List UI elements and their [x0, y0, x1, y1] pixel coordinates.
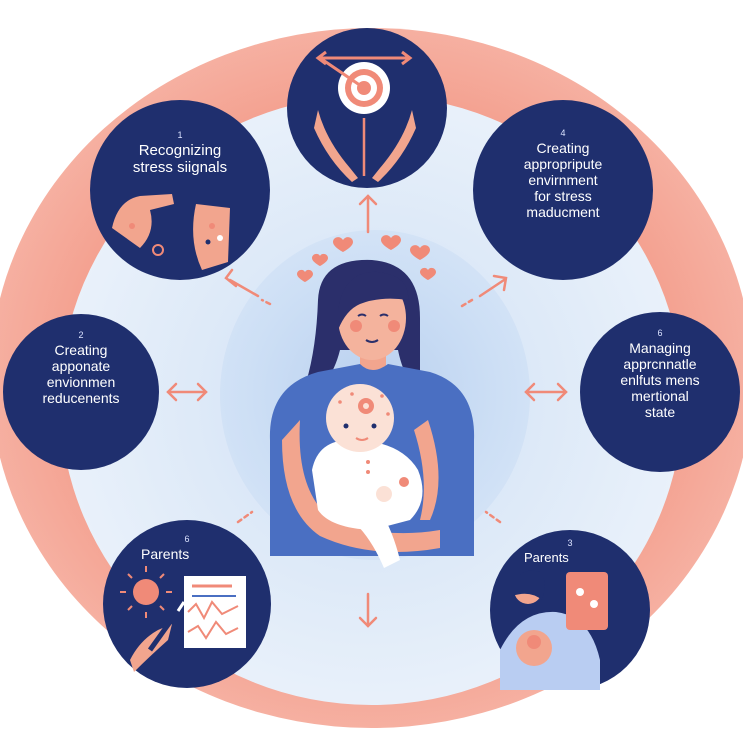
mother-baby-icon [500, 571, 608, 690]
chart-paper-icon [184, 576, 246, 648]
sun-rash-icon [120, 566, 172, 618]
hands-icon [314, 110, 416, 182]
hand-rash-icon [112, 194, 230, 270]
mother-with-baby-illustration [270, 260, 474, 568]
pen-icon [130, 602, 184, 672]
target-icon [318, 52, 410, 114]
